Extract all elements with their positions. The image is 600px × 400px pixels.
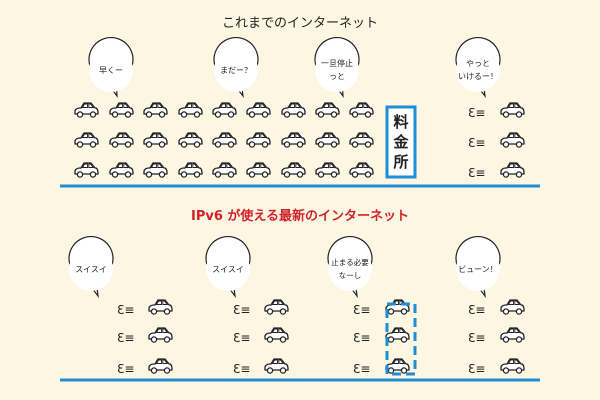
car-icon (385, 327, 410, 343)
car-icon (315, 132, 340, 148)
car-icon (109, 132, 134, 148)
car-icon (246, 162, 271, 178)
motion-lines: Ɛ≡ (468, 331, 485, 345)
car-icon (143, 132, 168, 148)
car-icon (178, 132, 203, 148)
traffic-jam-cars (74, 102, 374, 178)
top-bubble-1: 早くー (88, 37, 134, 99)
car-icon (148, 358, 173, 374)
car-icon (281, 132, 306, 148)
car-icon (281, 102, 306, 118)
motion-lines: Ɛ≡ (468, 136, 485, 150)
car-icon (281, 162, 306, 178)
bubble-line: 早くー (99, 66, 123, 75)
car-icon (143, 102, 168, 118)
motion-lines: Ɛ≡ (468, 303, 485, 317)
car-icon (74, 102, 99, 118)
motion-lines: Ɛ≡ (353, 362, 370, 376)
bubble-line: っと (329, 72, 345, 81)
car-icon (385, 299, 410, 315)
motion-lines: Ɛ≡ (468, 106, 485, 120)
car-icon (74, 162, 99, 178)
car-icon (212, 102, 237, 118)
motion-lines: Ɛ≡ (353, 303, 370, 317)
car-icon (148, 327, 173, 343)
car-icon (500, 299, 525, 315)
motion-lines: Ɛ≡ (117, 303, 134, 317)
car-icon (264, 358, 289, 374)
car-icon (109, 162, 134, 178)
bubble-line: スイスイ (212, 265, 244, 274)
car-icon (264, 327, 289, 343)
car-icon (246, 132, 271, 148)
car-icon (74, 132, 99, 148)
bottom-bubble-1: スイスイ (68, 236, 114, 299)
bottom-bubble-2: スイスイ (205, 236, 251, 299)
motion-lines: Ɛ≡ (233, 362, 250, 376)
car-icon (264, 299, 289, 315)
top-bubble-3: 一旦停止 っと (314, 37, 360, 99)
bubble-line: 一旦停止 (321, 58, 353, 68)
car-icon (500, 327, 525, 343)
bubble-line: いけるー！ (458, 72, 498, 81)
car-icon (385, 358, 410, 374)
car-icon (148, 299, 173, 315)
virtual-toll-gate (385, 302, 417, 376)
motion-lines: Ɛ≡ (233, 331, 250, 345)
car-icon (500, 358, 525, 374)
bubble-line: やっと (466, 59, 490, 68)
car-icon (178, 102, 203, 118)
toll-char: 金 (392, 133, 409, 151)
motion-lines: Ɛ≡ (117, 331, 134, 345)
motion-lines: Ɛ≡ (117, 362, 134, 376)
free-flow-cars: Ɛ≡ Ɛ≡ Ɛ≡ Ɛ≡ Ɛ≡ Ɛ≡ Ɛ≡ Ɛ≡ Ɛ≡ Ɛ≡ Ɛ≡ Ɛ≡ (117, 299, 525, 376)
toll-char: 所 (393, 153, 408, 171)
bottom-bubble-4: ビューン！ (455, 236, 501, 299)
bubble-line: ビューン！ (458, 265, 498, 274)
bubble-line: なーし (339, 271, 362, 280)
car-icon (246, 102, 271, 118)
bottom-bubble-3: 止まる必要 なーし (327, 236, 373, 299)
motion-lines: Ɛ≡ (468, 362, 485, 376)
car-icon (349, 162, 374, 178)
top-title: これまでのインターネット (222, 16, 378, 31)
cars-after-toll: Ɛ≡ Ɛ≡ Ɛ≡ (468, 102, 525, 180)
car-icon (500, 132, 525, 148)
bottom-title: IPv6 が使える最新のインターネット (191, 208, 409, 224)
car-icon (178, 162, 203, 178)
motion-lines: Ɛ≡ (353, 331, 370, 345)
car-icon (500, 162, 525, 178)
motion-lines: Ɛ≡ (233, 303, 250, 317)
top-bubble-4: やっと いけるー！ (455, 37, 501, 99)
car-icon (109, 102, 134, 118)
bubble-line: まだー？ (220, 66, 252, 75)
car-icon (143, 162, 168, 178)
car-icon (212, 162, 237, 178)
bubble-line: 止まる必要 (331, 257, 369, 267)
car-icon (315, 162, 340, 178)
car-icon (500, 102, 525, 118)
car-icon (349, 102, 374, 118)
top-bubble-2: まだー？ (213, 37, 259, 99)
motion-lines: Ɛ≡ (468, 166, 485, 180)
toll-booth: 料 金 所 (385, 105, 417, 179)
car-icon (315, 102, 340, 118)
car-icon (212, 132, 237, 148)
toll-char: 料 (393, 113, 408, 131)
bubble-line: スイスイ (75, 265, 107, 274)
car-icon (349, 132, 374, 148)
